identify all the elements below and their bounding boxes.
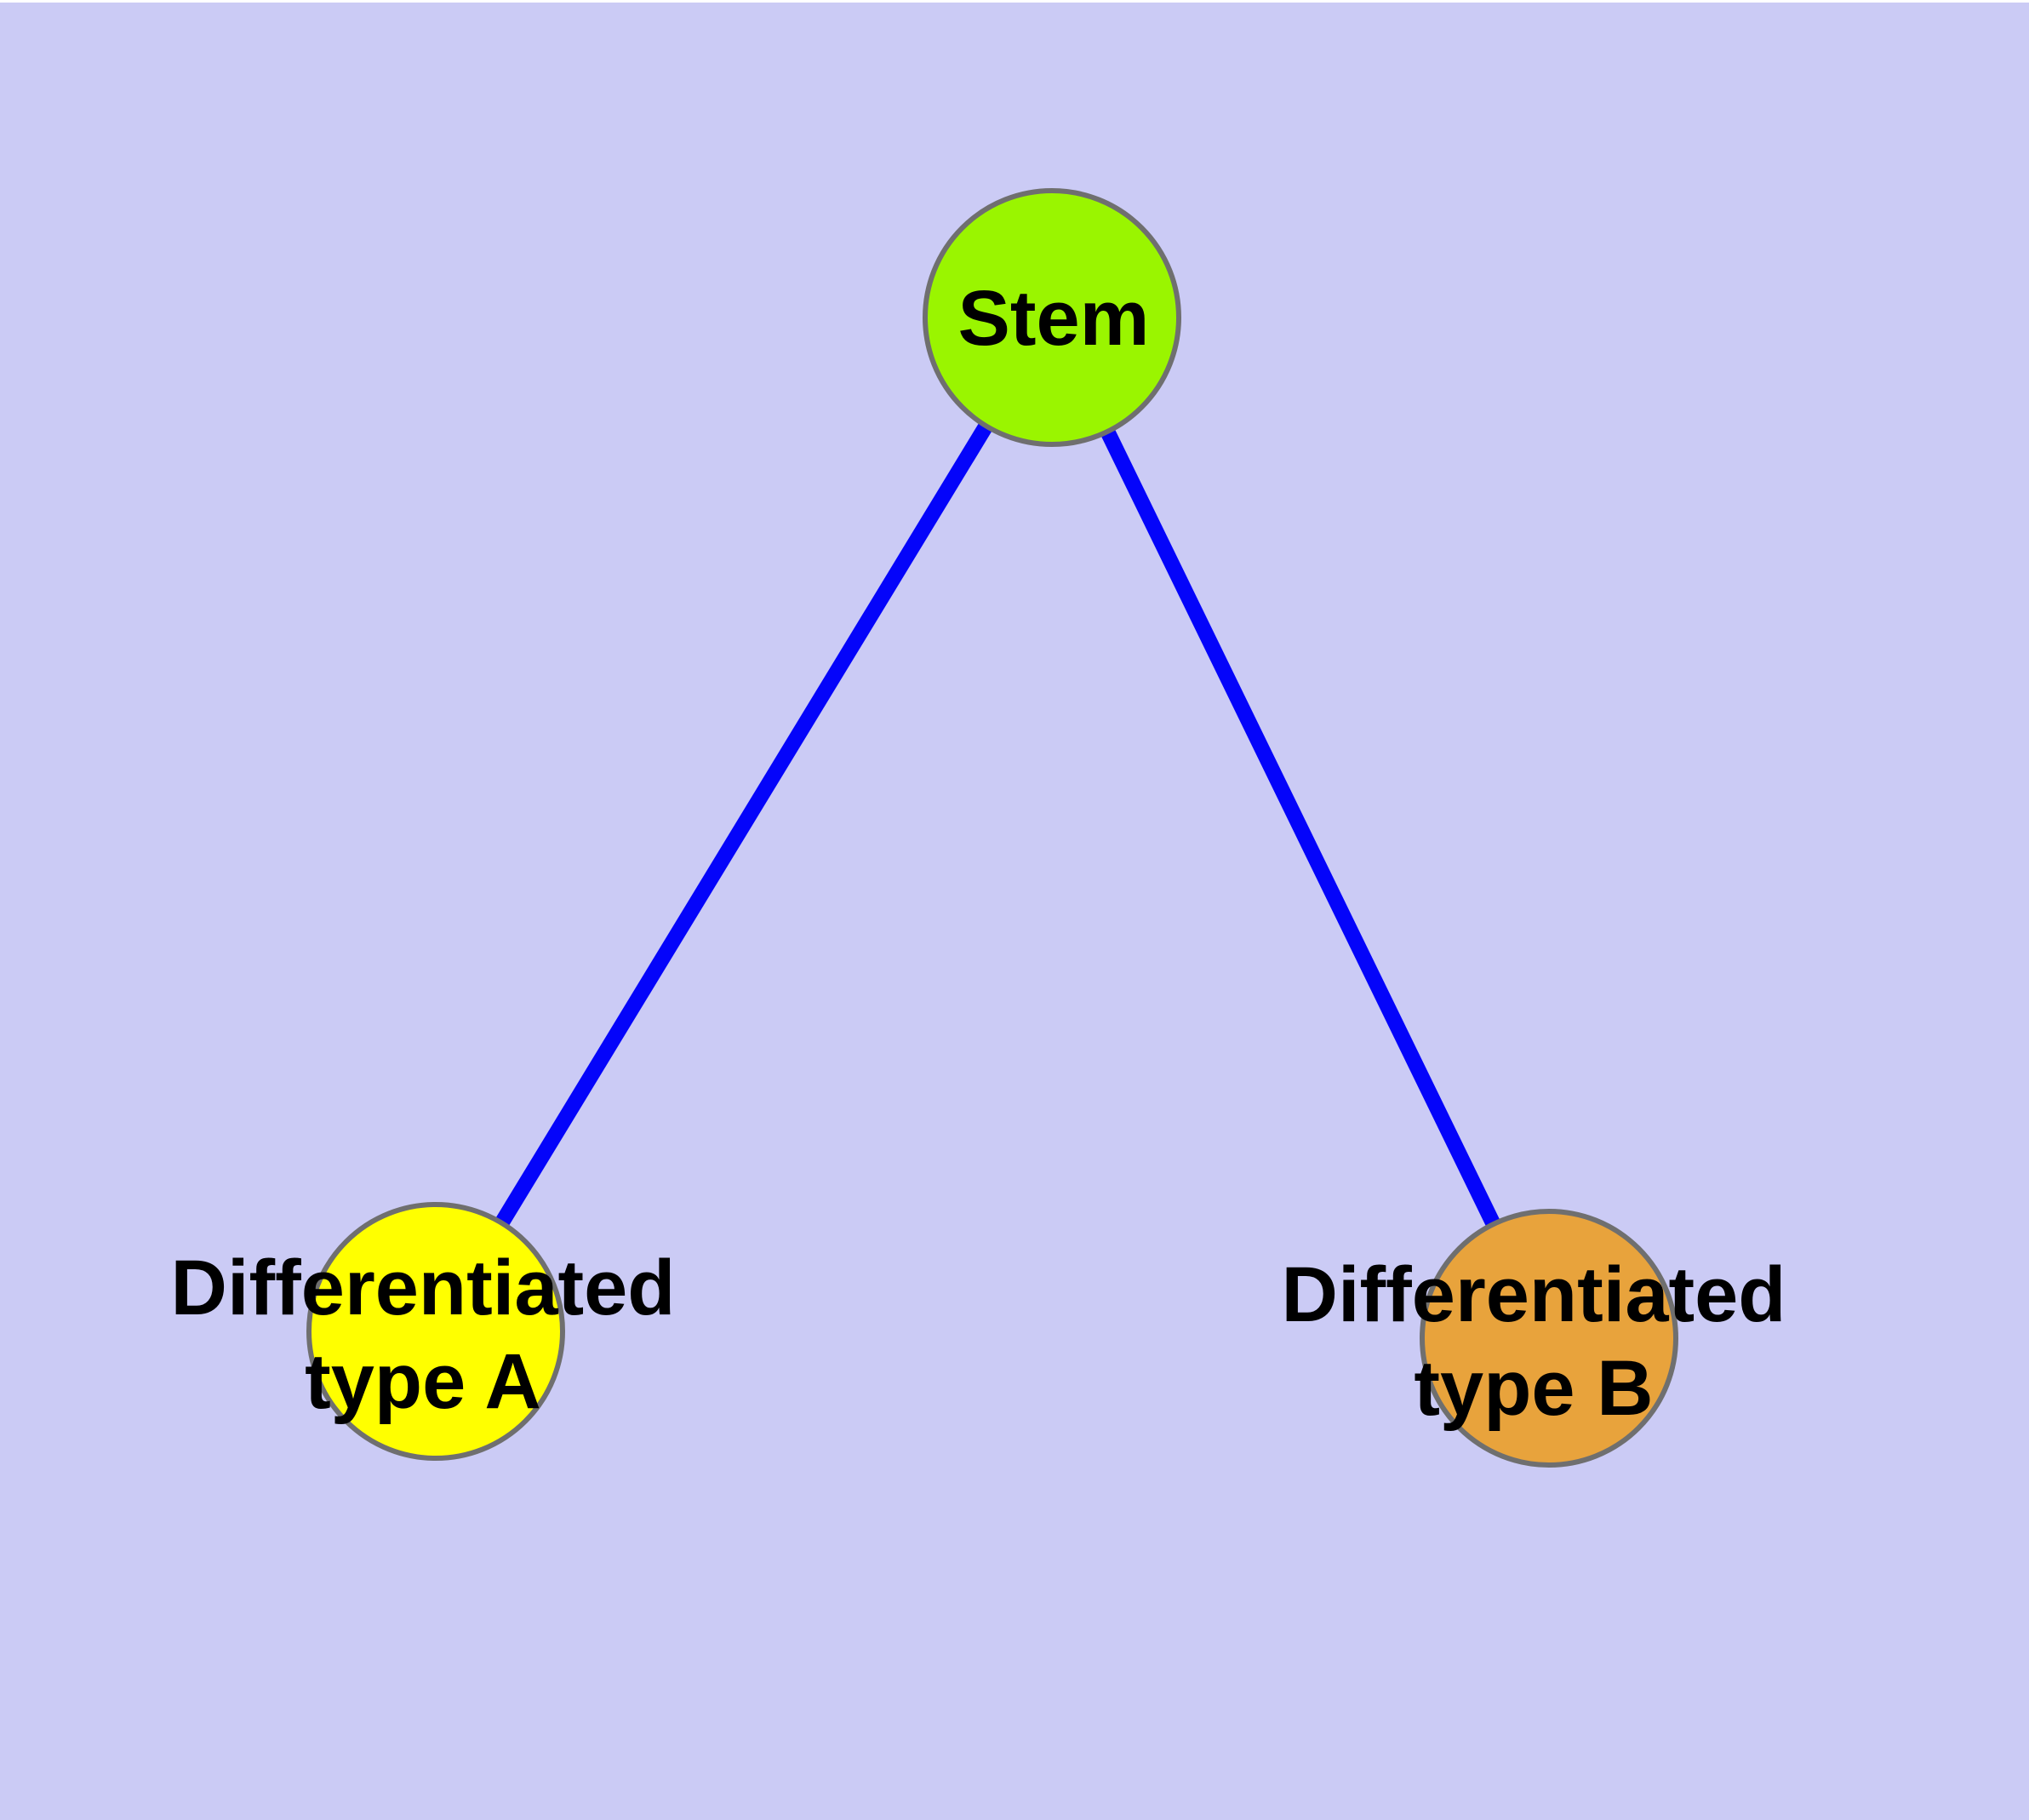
- node-type-a-circle: [306, 1202, 565, 1461]
- edge-stem-type-a: [429, 313, 1059, 1336]
- edge-stem-type-b: [1044, 314, 1557, 1342]
- node-stem-circle: [923, 188, 1181, 447]
- node-type-b-circle: [1420, 1209, 1678, 1468]
